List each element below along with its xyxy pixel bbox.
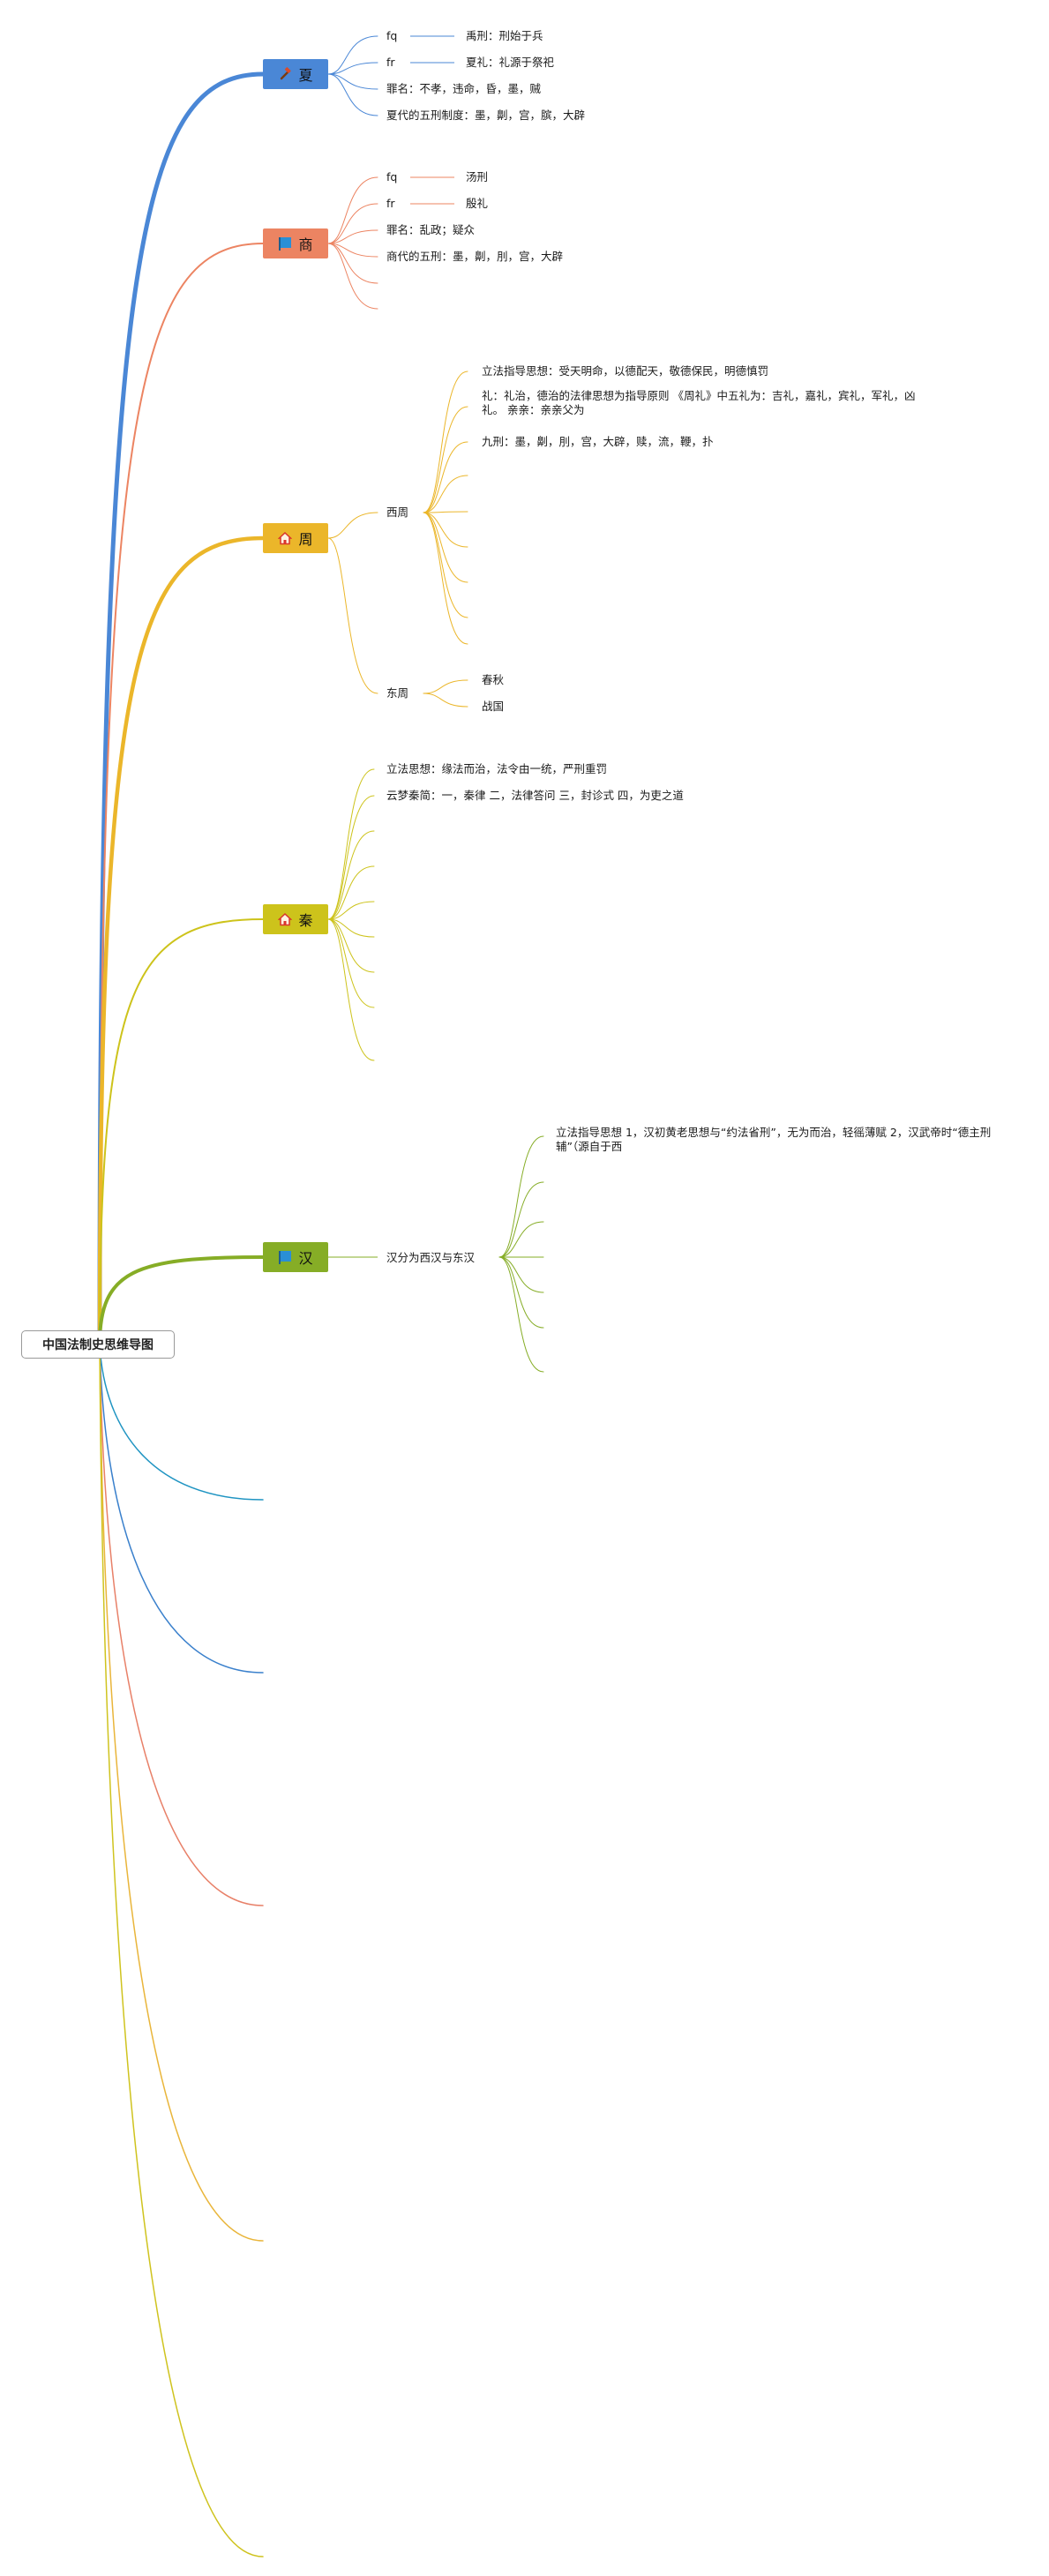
shang-item-1[interactable]: 汤刑 [466, 170, 489, 183]
connector-root-zhou [97, 535, 266, 1347]
home-icon [278, 912, 293, 926]
connector-shang-5 [327, 243, 378, 284]
connector-qin-5 [327, 901, 375, 920]
connector-shang-1 [327, 176, 378, 244]
root-node[interactable]: 中国法制史思维导图 [21, 1330, 175, 1359]
connector-shang-2 [327, 203, 378, 244]
connector-zhou-2 [327, 537, 378, 694]
qin-item-1[interactable]: 立法思想：缘法而治，法令由一统，严刑重罚 [386, 762, 608, 775]
connector-west-zhou-9 [423, 512, 468, 645]
west-zhou-item-1[interactable]: 立法指导思想：受天明命，以德配天，敬德保民，明德慎罚 [482, 364, 769, 378]
connector-qin-2 [327, 795, 375, 920]
hammer-icon [278, 67, 292, 81]
shang-item-3[interactable]: 罪名：乱政；疑众 [386, 223, 476, 236]
branch-node-zhou[interactable]: 周 [263, 523, 328, 553]
xia-item-1[interactable]: 禹刑：刑始于兵 [466, 29, 543, 42]
connector-west-zhou-8 [423, 512, 468, 618]
connector-shang-6 [327, 243, 378, 310]
connector-han-items-5 [498, 1256, 544, 1293]
connector-han-items-1 [498, 1135, 544, 1258]
connector-root-empty-1 [99, 1344, 264, 1501]
connector-qin-9 [327, 918, 375, 1061]
connector-shang-3 [327, 229, 378, 244]
tag-fq: fq [386, 29, 398, 42]
connector-qin-1 [327, 768, 375, 920]
connector-qin-4 [327, 865, 375, 920]
connector-xia-2 [327, 62, 378, 75]
connector-han-items-3 [498, 1221, 544, 1258]
branch-node-shang[interactable]: 商 [263, 228, 328, 258]
han-sub-label[interactable]: 汉分为西汉与东汉 [386, 1251, 476, 1264]
branch-label-xia: 夏 [298, 67, 313, 84]
tag-fr: fr [386, 197, 395, 210]
connector-root-qin [99, 918, 264, 1345]
connector-xia-1 [327, 35, 378, 75]
connector-xia-4 [327, 73, 378, 116]
connector-root-xia [97, 71, 266, 1347]
connector-han-items-7 [498, 1256, 544, 1373]
connector-qin-8 [327, 918, 375, 1008]
qin-item-2[interactable]: 云梦秦简：一，秦律 二，法律答问 三，封诊式 四，为吏之道 [386, 789, 684, 802]
connector-shang-4 [327, 243, 378, 258]
home-icon [278, 531, 293, 545]
east-zhou-label[interactable]: 东周 [386, 686, 409, 700]
connector-root-empty-2 [99, 1344, 264, 1674]
connector-west-zhou-4 [423, 475, 468, 513]
connector-root-empty-5 [99, 1344, 264, 2557]
connector-root-empty-3 [99, 1344, 264, 1906]
connector-xia-3 [327, 73, 378, 90]
connector-east-zhou-1 [423, 679, 468, 694]
tag-fr: fr [386, 56, 395, 69]
branch-label-qin: 秦 [298, 912, 313, 929]
connector-qin-3 [327, 830, 375, 920]
branch-node-qin[interactable]: 秦 [263, 904, 328, 934]
connector-west-zhou-2 [423, 406, 468, 513]
xia-item-3[interactable]: 罪名：不孝，违命，昏，墨，贼 [386, 82, 542, 95]
connector-root-shang [99, 243, 264, 1345]
connector-west-zhou-5 [423, 511, 468, 513]
connector-root-empty-4 [99, 1344, 264, 2242]
shang-item-4[interactable]: 商代的五刑：墨，劓，刖，宫，大辟 [386, 250, 564, 263]
connector-west-zhou-6 [423, 512, 468, 548]
connector-west-zhou-1 [423, 371, 468, 513]
connector-qin-6 [327, 918, 375, 938]
branch-label-zhou: 周 [298, 531, 313, 548]
tag-fq: fq [386, 170, 398, 183]
connector-han-items-6 [498, 1256, 544, 1329]
xia-item-2[interactable]: 夏礼：礼源于祭祀 [466, 56, 555, 69]
connector-han-items-2 [498, 1181, 544, 1258]
branch-label-han: 汉 [298, 1250, 313, 1267]
flag-icon [278, 1250, 292, 1264]
connector-east-zhou-2 [423, 693, 468, 708]
shang-item-2[interactable]: 殷礼 [466, 197, 489, 210]
flag-icon [278, 236, 292, 251]
branch-node-xia[interactable]: 夏 [263, 59, 328, 89]
connector-west-zhou-3 [423, 441, 468, 513]
xia-item-4[interactable]: 夏代的五刑制度：墨，劓，宫，膑，大辟 [386, 109, 586, 122]
connector-west-zhou-7 [423, 512, 468, 583]
branch-node-han[interactable]: 汉 [263, 1242, 328, 1272]
west-zhou-item-3[interactable]: 九刑：墨，劓，刖，宫，大辟，赎，流，鞭，扑 [482, 435, 714, 448]
connector-root-han [98, 1255, 265, 1346]
west-zhou-label[interactable]: 西周 [386, 505, 409, 519]
east-zhou-item-1[interactable]: 春秋 [482, 673, 505, 686]
connector-zhou-1 [327, 512, 378, 539]
west-zhou-item-2[interactable]: 礼：礼治，德治的法律思想为指导原则 《周礼》中五礼为：吉礼，嘉礼，宾礼，军礼，凶… [482, 389, 916, 416]
connector-qin-7 [327, 918, 375, 973]
branch-label-shang: 商 [298, 236, 313, 253]
han-item-1[interactable]: 立法指导思想 1，汉初黄老思想与“约法省刑”，无为而治，轻徭薄赋 2，汉武帝时“… [556, 1126, 992, 1153]
east-zhou-item-2[interactable]: 战国 [482, 700, 505, 713]
